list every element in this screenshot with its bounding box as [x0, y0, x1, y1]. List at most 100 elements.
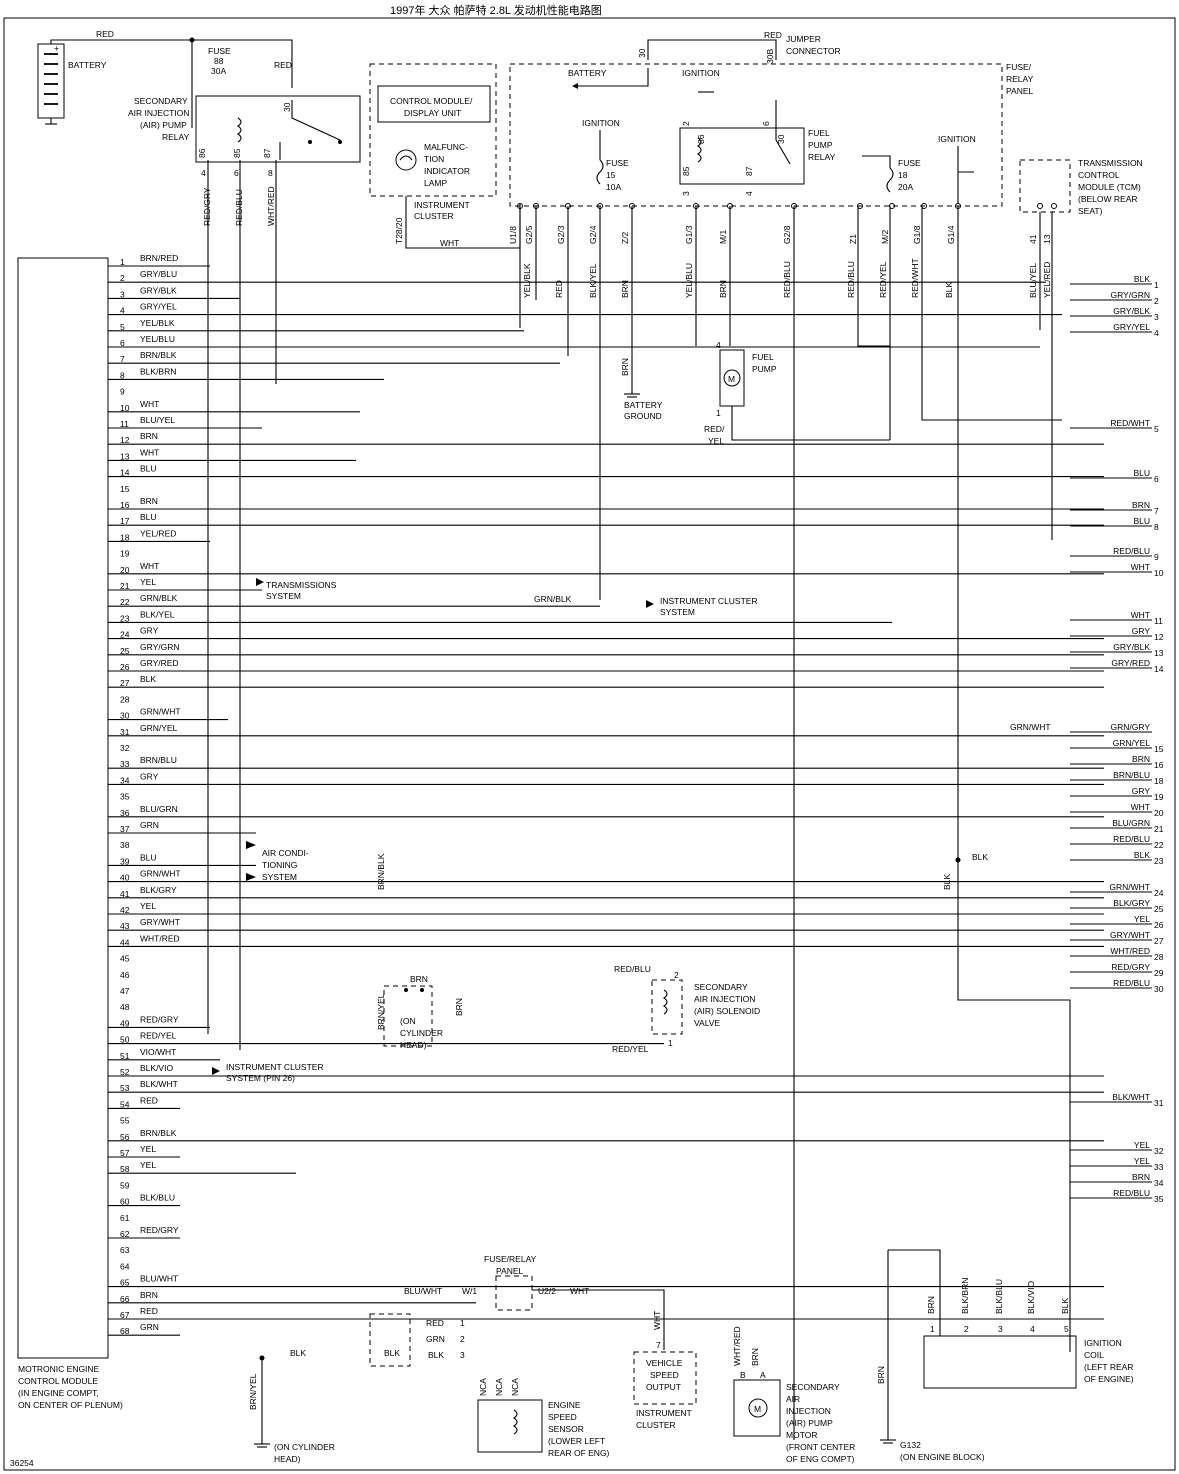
svg-text:30A: 30A	[211, 66, 226, 76]
ecm-pin-number: 56	[120, 1132, 130, 1142]
ecm-pin-number: 10	[120, 403, 130, 413]
svg-text:FUSE: FUSE	[606, 158, 629, 168]
svg-text:+: +	[54, 43, 59, 53]
connector-id: G2/8	[782, 225, 792, 244]
svg-text:1: 1	[460, 1318, 465, 1328]
connector-id: G2/5	[524, 225, 534, 244]
ecm-pin-color: YEL/BLU	[140, 334, 175, 344]
ecm-pin-row: 19	[120, 549, 130, 559]
right-wire-color: GRN/WHT	[1109, 882, 1150, 892]
svg-text:87: 87	[262, 148, 272, 158]
svg-text:OF ENGINE): OF ENGINE)	[1084, 1374, 1134, 1384]
right-wire-number: 32	[1154, 1146, 1164, 1156]
svg-text:10A: 10A	[606, 182, 621, 192]
svg-text:8: 8	[268, 168, 273, 178]
svg-text:BLK: BLK	[290, 1348, 306, 1358]
right-wire-number: 2	[1154, 296, 1159, 306]
right-wire-color: BLK	[1134, 850, 1150, 860]
right-wire-number: 19	[1154, 792, 1164, 802]
svg-text:BLK: BLK	[1060, 1298, 1070, 1314]
svg-text:NCA: NCA	[510, 1378, 520, 1396]
svg-text:WHT: WHT	[570, 1286, 589, 1296]
ground-cylinder-head-bottom: BRN/YEL BLK BLK (ON CYLINDER HEAD)	[248, 1348, 400, 1464]
svg-text:4: 4	[1030, 1324, 1035, 1334]
battery-ground: BRN BATTERY GROUND	[620, 358, 663, 421]
right-wire-color: RED/BLU	[1113, 1188, 1150, 1198]
right-wire-color: GRY/GRN	[1110, 290, 1150, 300]
svg-text:OUTPUT: OUTPUT	[646, 1382, 681, 1392]
svg-text:(AIR) PUMP: (AIR) PUMP	[786, 1418, 833, 1428]
connector-pin	[1037, 203, 1043, 209]
svg-text:SECONDARY: SECONDARY	[694, 982, 748, 992]
ecm-pin-color: VIO/WHT	[140, 1047, 176, 1057]
svg-text:20A: 20A	[898, 182, 913, 192]
ecm-pin-number: 1	[120, 257, 125, 267]
svg-text:30B: 30B	[765, 49, 775, 64]
ecm-pin-color: RED	[140, 1095, 158, 1105]
ecm-pin-number: 38	[120, 840, 130, 850]
svg-text:REAR OF ENG): REAR OF ENG)	[548, 1448, 610, 1458]
right-wire-number: 9	[1154, 552, 1159, 562]
svg-text:IGNITION: IGNITION	[1084, 1338, 1122, 1348]
ground-g132: BRN G132 (ON ENGINE BLOCK)	[876, 1366, 985, 1462]
ecm-pin-number: 57	[120, 1148, 130, 1158]
ecm-pin-number: 43	[120, 921, 130, 931]
svg-text:IGNITION: IGNITION	[582, 118, 620, 128]
ecm-pin-number: 65	[120, 1278, 130, 1288]
svg-text:M: M	[754, 1404, 761, 1414]
ecm-pin-color: GRY	[140, 626, 159, 636]
right-wire-color: WHT	[1131, 610, 1150, 620]
ecm-pin-color: GRN/WHT	[140, 869, 181, 879]
svg-text:DISPLAY UNIT: DISPLAY UNIT	[404, 108, 461, 118]
svg-text:CONTROL MODULE/: CONTROL MODULE/	[390, 96, 473, 106]
svg-text:4: 4	[201, 168, 206, 178]
svg-text:VEHICLE: VEHICLE	[646, 1358, 683, 1368]
ecm-pin-color: RED/GRY	[140, 1014, 179, 1024]
battery-label: BATTERY	[68, 60, 107, 70]
svg-text:7: 7	[656, 1340, 661, 1350]
ecm-pin-number: 8	[120, 370, 125, 380]
ecm-pin-color: BRN	[140, 431, 158, 441]
right-wire-number: 1	[1154, 280, 1159, 290]
ecm-pin-color: BRN/RED	[140, 253, 178, 263]
svg-text:U2/2: U2/2	[538, 1286, 556, 1296]
svg-text:TION: TION	[424, 154, 444, 164]
svg-text:RED/BLU: RED/BLU	[614, 964, 651, 974]
right-wire-number: 23	[1154, 856, 1164, 866]
right-wire-number: 12	[1154, 632, 1164, 642]
right-wire-color: GRY/RED	[1111, 658, 1150, 668]
ecm-pin-color: GRN/WHT	[140, 707, 181, 717]
svg-text:BRN: BRN	[926, 1296, 936, 1314]
ecm-pin-number: 66	[120, 1294, 130, 1304]
ecm-pin-color: BRN	[140, 1290, 158, 1300]
svg-text:30: 30	[282, 102, 292, 112]
svg-text:IGNITION: IGNITION	[938, 134, 976, 144]
svg-text:W/1: W/1	[462, 1286, 477, 1296]
ecm-pin-number: 49	[120, 1018, 130, 1028]
right-wire-color: RED/BLU	[1113, 834, 1150, 844]
vertical-wire-color: BRN	[620, 280, 630, 298]
fuse-relay-panel-bottom: FUSE/RELAY PANEL BLU/WHT W/1 U2/2 WHT WH…	[404, 1254, 665, 1350]
right-wire-color: GRY/WHT	[1110, 930, 1150, 940]
right-wire-color: BLK	[1134, 274, 1150, 284]
ecm-pin-number: 15	[120, 484, 130, 494]
right-wire-color: GRN/YEL	[1113, 738, 1151, 748]
svg-text:30: 30	[776, 134, 786, 144]
ecm-pin-number: 26	[120, 662, 130, 672]
